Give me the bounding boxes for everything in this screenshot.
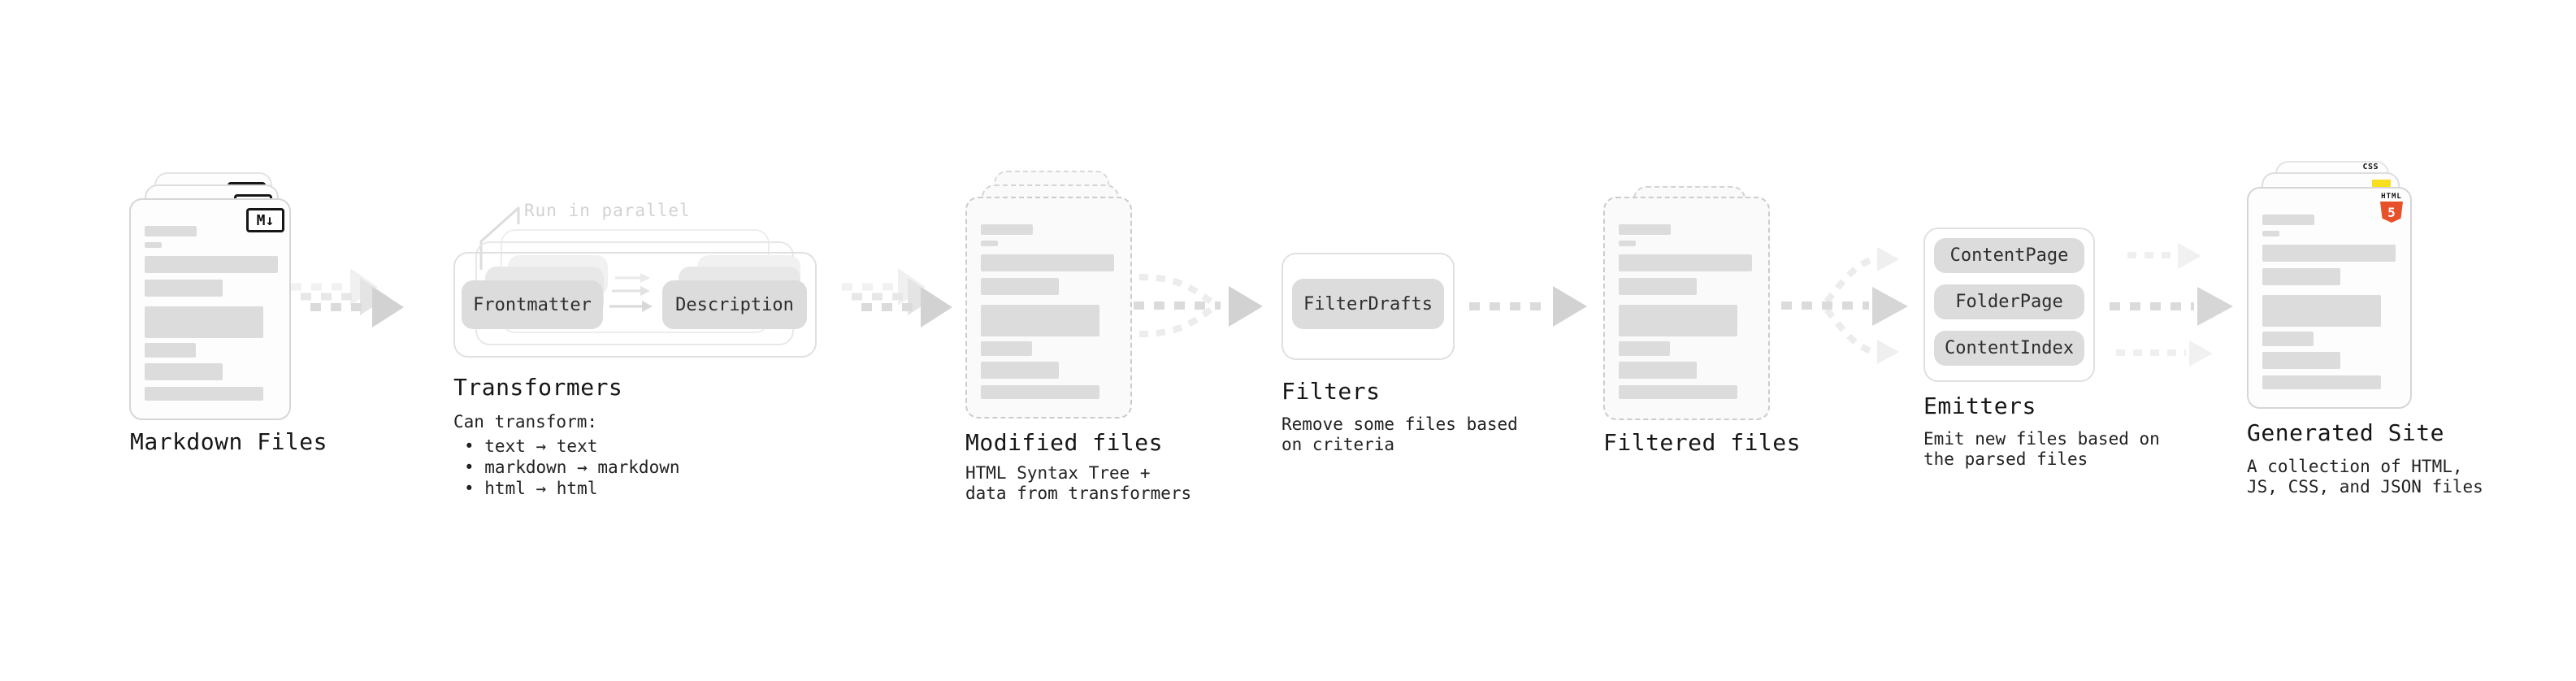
stage-description-line: Remove some files based (1281, 414, 1518, 434)
stage-description-line: on criteria (1281, 435, 1395, 454)
stage-label-transformers: Transformers (453, 374, 623, 401)
stage-description-line: HTML Syntax Tree + (965, 463, 1151, 483)
text-line-placeholder (981, 385, 1099, 399)
stage-label-filters: Filters (1281, 378, 1381, 405)
html5-number: 5 (2387, 204, 2396, 220)
transform-bullet: • html → html (464, 479, 598, 498)
text-line-placeholder (981, 241, 998, 246)
text-line-placeholder (1619, 362, 1697, 379)
text-line-placeholder (145, 242, 162, 248)
markdown-icon-label: M↓ (256, 211, 275, 229)
file-card-front: HTML 5 (2247, 187, 2412, 409)
transform-bullet: • text → text (464, 436, 598, 456)
html5-icon-label: HTML (2381, 193, 2402, 201)
stage-description-line: Emit new files based on (1923, 429, 2160, 449)
text-line-placeholder (2262, 295, 2381, 327)
description-pill: Description (662, 280, 807, 329)
text-line-placeholder (145, 306, 263, 338)
text-line-placeholder (1619, 341, 1670, 356)
arrow-transformers-to-modified (842, 268, 952, 327)
transform-bullet: • markdown → markdown (464, 458, 680, 477)
text-line-placeholder (1619, 278, 1697, 295)
text-line-placeholder (981, 278, 1059, 295)
css-icon-label: CSS (2362, 163, 2379, 171)
text-line-placeholder (2262, 245, 2396, 262)
transformer-pill-arrows (609, 273, 653, 312)
text-line-placeholder (145, 387, 263, 401)
stage-description-line: the parsed files (1923, 449, 2088, 469)
file-card-front: M↓ (129, 198, 291, 420)
run-in-parallel-annotation: Run in parallel (524, 201, 691, 220)
stage-label-filtered-files: Filtered files (1603, 429, 1802, 456)
html5-icon: HTML 5 (2379, 193, 2404, 223)
text-line-placeholder (981, 362, 1059, 379)
text-line-placeholder (981, 254, 1114, 271)
text-line-placeholder (2262, 231, 2279, 236)
text-line-placeholder (145, 363, 223, 380)
contentpage-pill: ContentPage (1934, 238, 2084, 273)
arrow-filters-to-filtered (1469, 286, 1587, 327)
html5-shield: 5 (2380, 202, 2403, 223)
text-line-placeholder (981, 224, 1033, 235)
stage-description-line: JS, CSS, and JSON files (2247, 477, 2483, 497)
text-line-placeholder (1619, 305, 1737, 336)
file-card-front (1603, 197, 1770, 420)
frontmatter-pill: Frontmatter (462, 280, 603, 329)
stage-description-line: Can transform: (453, 412, 598, 432)
text-line-placeholder (2262, 375, 2381, 389)
text-line-placeholder (1619, 254, 1752, 271)
text-line-placeholder (145, 256, 278, 273)
text-line-placeholder (145, 280, 223, 297)
filterdrafts-pill: FilterDrafts (1292, 279, 1444, 329)
stage-label-generated-site: Generated Site (2247, 419, 2445, 446)
text-line-placeholder (2262, 332, 2314, 346)
text-line-placeholder (2262, 268, 2340, 285)
text-line-placeholder (2262, 352, 2340, 369)
stage-description-line: A collection of HTML, (2247, 457, 2463, 476)
file-card-front (965, 197, 1132, 419)
markdown-icon: M↓ (246, 208, 284, 232)
text-line-placeholder (2262, 215, 2314, 225)
arrow-modified-to-filters (1134, 274, 1263, 337)
text-line-placeholder (145, 226, 197, 236)
arrow-markdown-to-transformers (291, 268, 404, 327)
text-line-placeholder (981, 341, 1032, 356)
arrow-emitters-to-generated (2110, 243, 2233, 367)
contentindex-pill: ContentIndex (1934, 331, 2084, 366)
transformer-layer-front (453, 252, 817, 358)
stage-label-markdown-files: Markdown Files (130, 428, 328, 455)
text-line-placeholder (1619, 385, 1737, 399)
text-line-placeholder (1619, 224, 1671, 235)
stage-label-modified-files: Modified files (965, 429, 1164, 456)
text-line-placeholder (981, 305, 1099, 336)
folderpage-pill: FolderPage (1934, 284, 2084, 319)
text-line-placeholder (1619, 241, 1636, 246)
stage-label-emitters: Emitters (1923, 393, 2036, 419)
stage-description-line: data from transformers (965, 484, 1192, 503)
arrow-filtered-to-emitters (1781, 247, 1908, 364)
text-line-placeholder (145, 343, 196, 358)
